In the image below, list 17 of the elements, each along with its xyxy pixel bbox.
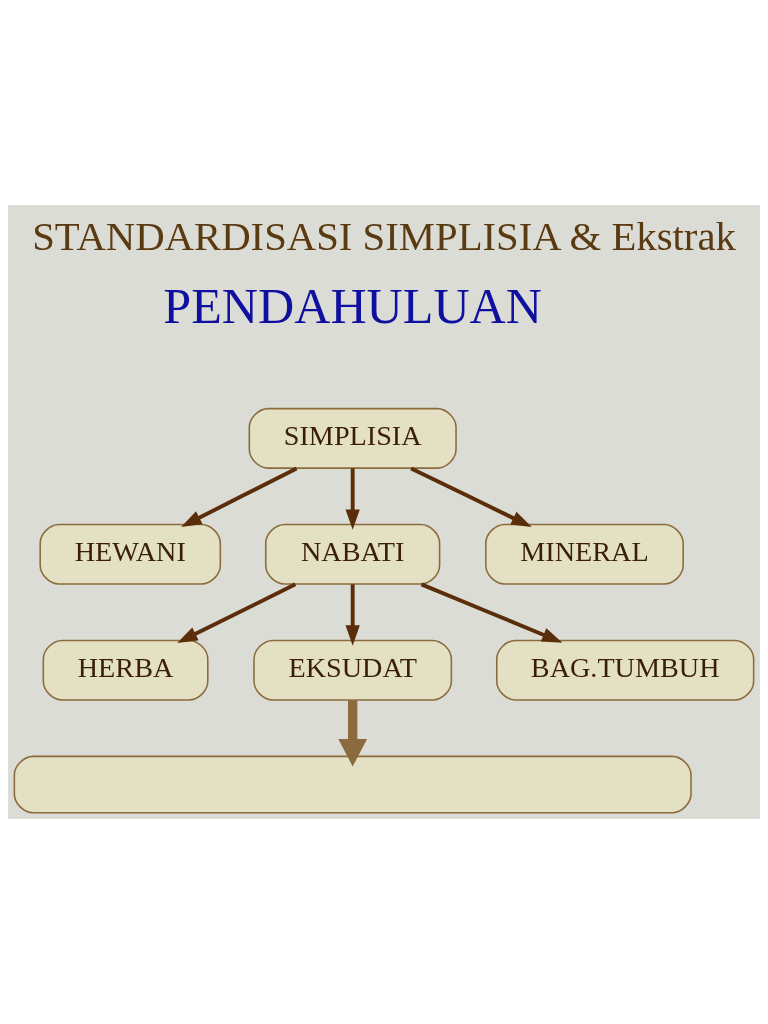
arrow	[338, 700, 368, 767]
arrow	[420, 582, 563, 643]
node-box: MINERAL	[485, 523, 684, 585]
node-box: BAG.TUMBUH	[496, 639, 755, 701]
arrow	[181, 466, 298, 527]
arrow	[177, 582, 297, 644]
arrow	[345, 468, 360, 530]
node-box: NABATI	[264, 523, 441, 585]
node-box: SIMPLISIA	[248, 407, 457, 469]
label: PENDAHULUAN	[163, 278, 542, 335]
node-box: HEWANI	[39, 523, 222, 585]
arrow	[410, 466, 532, 528]
diagram-title: STANDARDISASI SIMPLISIA & Ekstrak	[32, 214, 736, 260]
node-box: HERBA	[42, 639, 209, 701]
node-box	[13, 755, 692, 814]
node-box: EKSUDAT	[253, 639, 453, 701]
arrow	[345, 584, 360, 646]
